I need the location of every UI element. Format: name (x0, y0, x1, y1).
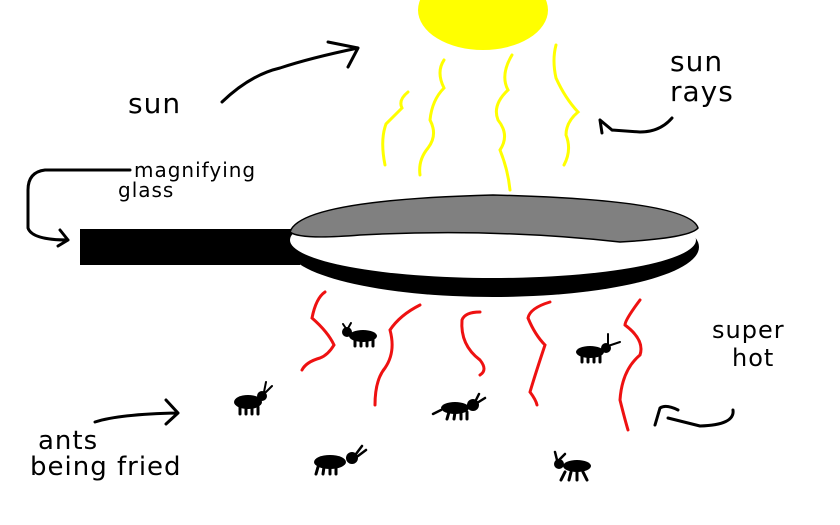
super-hot-arrow (653, 404, 735, 428)
ant-6 (553, 450, 591, 482)
sun-arrow (220, 40, 360, 104)
ants (234, 322, 621, 482)
ant-2 (234, 381, 273, 416)
ant-1 (342, 322, 377, 348)
magnifier-handle (80, 229, 300, 265)
ant-4 (431, 392, 487, 421)
sun-shape (418, 0, 548, 50)
label-sun: sun (128, 87, 182, 120)
heat-waves (300, 290, 643, 432)
magnifying-arrow (26, 168, 132, 248)
label-magnifying-glass: magnifying glass (118, 160, 256, 200)
lens-rim (289, 194, 699, 243)
label-ants-line1: ants (38, 426, 99, 456)
annotation-arrows (26, 40, 735, 428)
ant-3 (576, 333, 621, 364)
label-sun-rays-line1: sun (670, 45, 724, 78)
ant-5 (314, 444, 368, 476)
label-sun-rays-line2: rays (670, 75, 734, 108)
ants-arrow (93, 398, 180, 426)
label-ants-line2: being fried (30, 452, 182, 482)
label-ants-being-fried: ants being fried (30, 426, 182, 480)
label-super-hot-line2: hot (732, 344, 775, 372)
label-magnifying-line2: glass (118, 178, 175, 202)
label-sun-rays: sun rays (670, 48, 734, 106)
label-magnifying-line1: magnifying (134, 158, 257, 182)
sun-rays-arrow (598, 116, 674, 135)
label-super-hot-line1: super (712, 316, 785, 344)
label-super-hot: super hot (712, 318, 785, 370)
sun-rays (381, 43, 581, 192)
